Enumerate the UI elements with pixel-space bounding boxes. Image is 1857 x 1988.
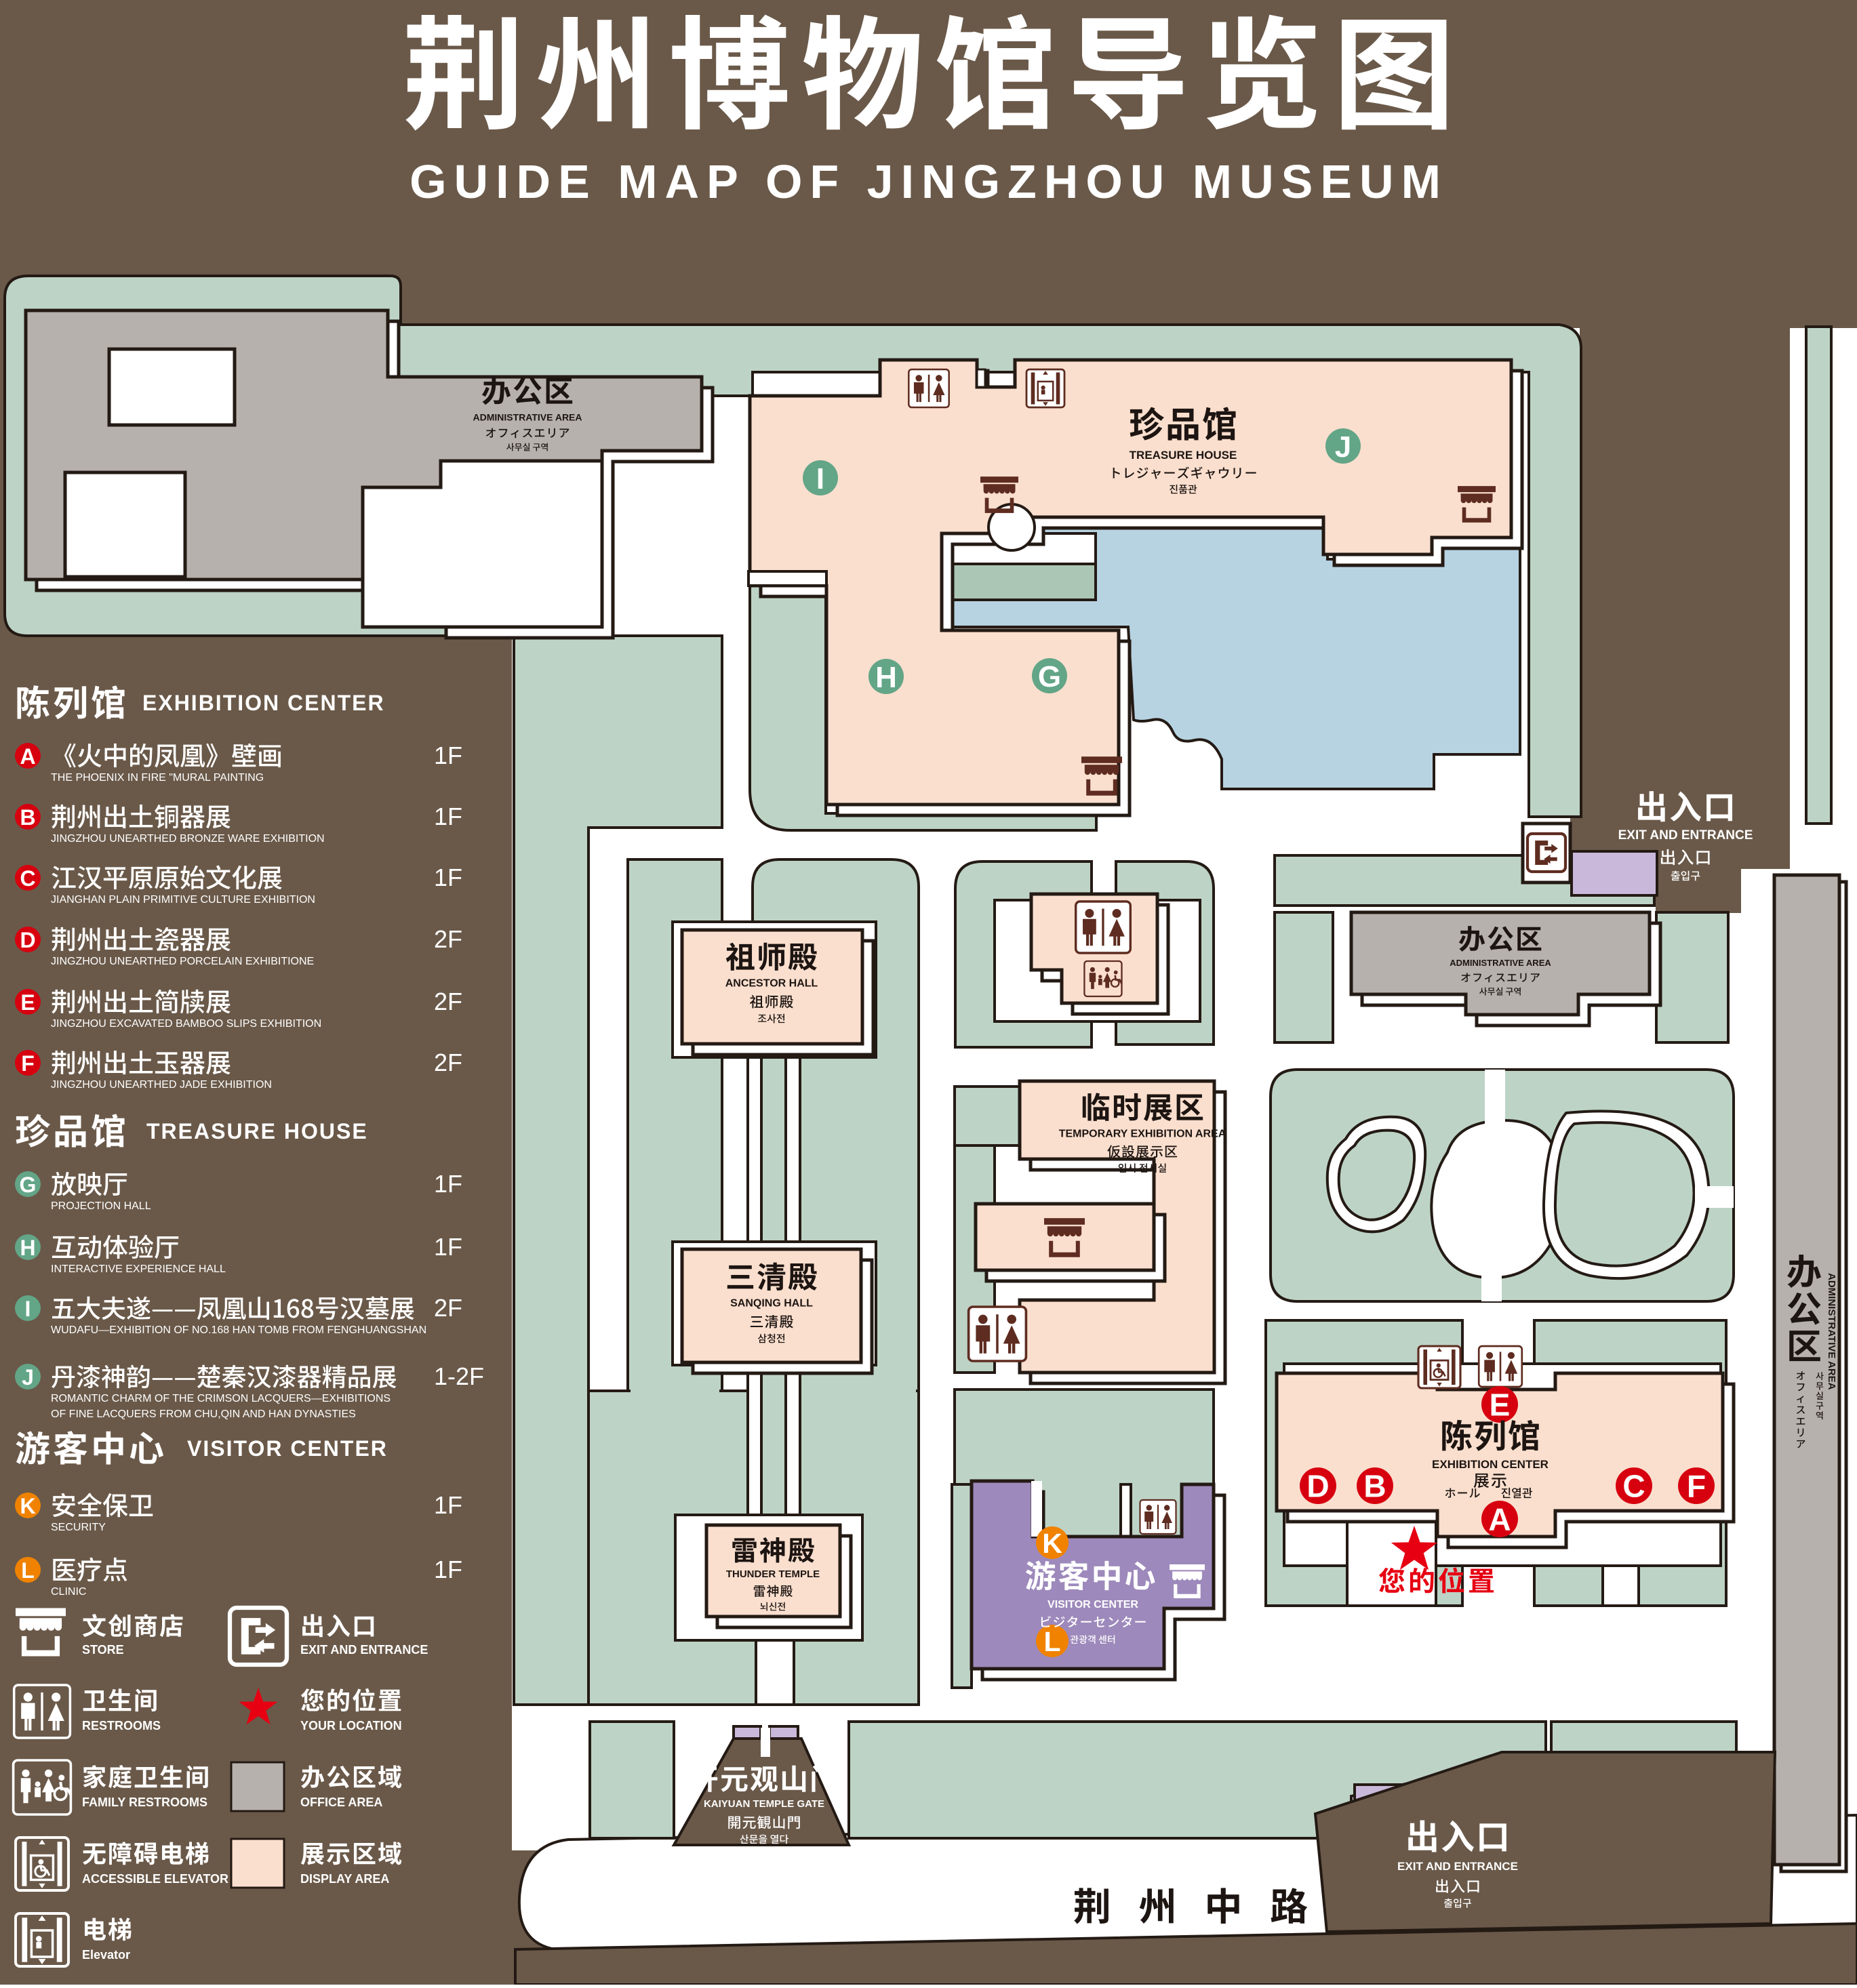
svg-text:TREASURE HOUSE: TREASURE HOUSE <box>1130 449 1237 462</box>
svg-text:VISITOR CENTER: VISITOR CENTER <box>187 1436 388 1461</box>
svg-text:STORE: STORE <box>82 1643 124 1657</box>
svg-text:2F: 2F <box>434 925 462 953</box>
svg-text:SANQING HALL: SANQING HALL <box>730 1297 813 1309</box>
svg-text:J: J <box>22 1365 34 1389</box>
svg-text:1F: 1F <box>434 742 462 769</box>
svg-text:EXIT AND ENTRANCE: EXIT AND ENTRANCE <box>1397 1860 1518 1873</box>
svg-text:WUDAFU—EXHIBITION OF NO.168 HA: WUDAFU—EXHIBITION OF NO.168 HAN TOMB FRO… <box>51 1324 426 1336</box>
svg-text:CLINIC: CLINIC <box>51 1586 86 1598</box>
svg-text:I: I <box>816 462 824 495</box>
svg-text:I: I <box>25 1297 31 1321</box>
svg-text:2F: 2F <box>434 1294 462 1322</box>
svg-text:2F: 2F <box>434 1049 462 1076</box>
svg-text:F: F <box>21 1051 35 1076</box>
svg-text:C: C <box>1622 1469 1645 1504</box>
svg-text:GUIDE MAP OF JINGZHOU MUSEUM: GUIDE MAP OF JINGZHOU MUSEUM <box>410 155 1448 208</box>
svg-text:OFFICE AREA: OFFICE AREA <box>300 1796 382 1809</box>
svg-text:ADMINISTRATIVE AREA: ADMINISTRATIVE AREA <box>1450 958 1551 968</box>
svg-text:2F: 2F <box>434 988 462 1015</box>
svg-text:E: E <box>1490 1387 1511 1423</box>
svg-text:VISITOR CENTER: VISITOR CENTER <box>1047 1599 1138 1610</box>
svg-text:JINGZHOU UNEARTHED BRONZE WARE: JINGZHOU UNEARTHED BRONZE WARE EXHIBITIO… <box>51 833 325 845</box>
svg-text:ANCESTOR HALL: ANCESTOR HALL <box>725 977 818 989</box>
svg-text:1F: 1F <box>434 1233 462 1261</box>
svg-text:A: A <box>1488 1502 1511 1537</box>
svg-text:H: H <box>20 1236 35 1260</box>
svg-text:TREASURE HOUSE: TREASURE HOUSE <box>146 1119 368 1143</box>
svg-text:INTERACTIVE EXPERIENCE HALL: INTERACTIVE EXPERIENCE HALL <box>51 1263 226 1275</box>
svg-text:ADMINISTRATIVE AREA: ADMINISTRATIVE AREA <box>1826 1273 1837 1390</box>
svg-text:EXHIBITION CENTER: EXHIBITION CENTER <box>1432 1458 1549 1471</box>
svg-text:OF FINE LACQUERS FROM CHU,QIN: OF FINE LACQUERS FROM CHU,QIN AND HAN DY… <box>51 1408 356 1420</box>
svg-text:K: K <box>20 1494 35 1518</box>
svg-text:C: C <box>20 866 35 891</box>
svg-text:B: B <box>20 805 35 830</box>
svg-text:1F: 1F <box>434 1556 462 1583</box>
svg-text:1F: 1F <box>434 1170 462 1198</box>
svg-text:FAMILY RESTROOMS: FAMILY RESTROOMS <box>82 1796 207 1809</box>
svg-text:J: J <box>1335 430 1351 464</box>
svg-text:ADMINISTRATIVE AREA: ADMINISTRATIVE AREA <box>473 411 582 422</box>
svg-text:JINGZHOU UNEARTHED JADE EXHIBI: JINGZHOU UNEARTHED JADE EXHIBITION <box>51 1079 272 1091</box>
svg-text:1F: 1F <box>434 1491 462 1519</box>
svg-text:K: K <box>1042 1528 1062 1559</box>
svg-text:B: B <box>1363 1469 1386 1504</box>
svg-text:YOUR LOCATION: YOUR LOCATION <box>300 1719 402 1732</box>
svg-text:JINGZHOU UNEARTHED PORCELAIN E: JINGZHOU UNEARTHED PORCELAIN EXHIBITIONE <box>51 956 314 967</box>
svg-text:D: D <box>1306 1469 1329 1504</box>
svg-text:THE PHOENIX IN FIRE "MURAL PAI: THE PHOENIX IN FIRE "MURAL PAINTING <box>51 772 264 784</box>
svg-text:1F: 1F <box>434 803 462 830</box>
svg-text:Elevator: Elevator <box>82 1948 130 1962</box>
svg-text:L: L <box>21 1558 35 1583</box>
svg-text:ROMANTIC CHARM OF THE CRIMSON: ROMANTIC CHARM OF THE CRIMSON LACQUERS—E… <box>51 1393 391 1404</box>
svg-text:1F: 1F <box>434 864 462 891</box>
svg-text:SECURITY: SECURITY <box>51 1522 106 1533</box>
svg-text:EXIT AND ENTRANCE: EXIT AND ENTRANCE <box>300 1643 428 1657</box>
svg-text:F: F <box>1687 1469 1706 1504</box>
svg-text:THUNDER TEMPLE: THUNDER TEMPLE <box>726 1568 820 1580</box>
svg-text:JIANGHAN PLAIN PRIMITIVE CULTU: JIANGHAN PLAIN PRIMITIVE CULTURE EXHIBIT… <box>51 894 315 906</box>
svg-text:TEMPORARY EXHIBITION AREA: TEMPORARY EXHIBITION AREA <box>1059 1128 1226 1139</box>
svg-text:G: G <box>20 1173 37 1197</box>
svg-text:G: G <box>1038 660 1061 693</box>
svg-text:RESTROOMS: RESTROOMS <box>82 1719 161 1732</box>
svg-text:L: L <box>1043 1626 1060 1657</box>
svg-text:EXIT AND ENTRANCE: EXIT AND ENTRANCE <box>1618 828 1753 843</box>
svg-text:A: A <box>20 744 35 769</box>
svg-text:D: D <box>20 928 35 952</box>
svg-text:E: E <box>20 990 35 1015</box>
svg-text:ACCESSIBLE ELEVATOR: ACCESSIBLE ELEVATOR <box>82 1872 228 1886</box>
svg-text:H: H <box>875 661 897 694</box>
svg-text:EXHIBITION CENTER: EXHIBITION CENTER <box>142 691 385 715</box>
svg-text:JINGZHOU EXCAVATED BAMBOO SLIP: JINGZHOU EXCAVATED BAMBOO SLIPS EXHIBITI… <box>51 1018 321 1030</box>
svg-text:KAIYUAN TEMPLE GATE: KAIYUAN TEMPLE GATE <box>704 1798 824 1810</box>
svg-text:DISPLAY AREA: DISPLAY AREA <box>300 1872 389 1886</box>
svg-text:PROJECTION HALL: PROJECTION HALL <box>51 1200 151 1212</box>
svg-text:1-2F: 1-2F <box>434 1362 484 1390</box>
